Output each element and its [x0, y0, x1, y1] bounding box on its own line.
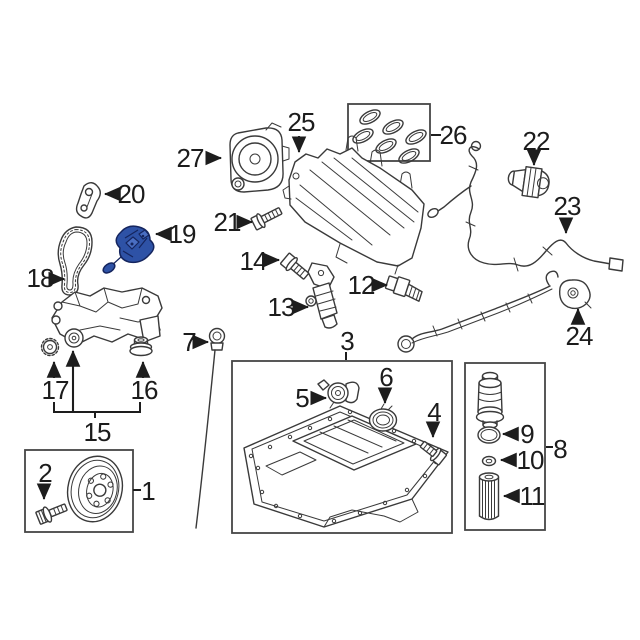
o-ring-9-drawing [477, 426, 501, 444]
callout-18: 18 [26, 263, 55, 293]
oil-filter-group-box [464, 362, 546, 531]
filter-cap-drawing [475, 371, 505, 429]
callout-16: 16 [130, 375, 159, 405]
drain-plug-4-drawing [419, 440, 448, 466]
oil-pan-group-box [231, 360, 453, 534]
callout-23: 23 [553, 191, 582, 221]
callout-17: 17 [41, 375, 70, 405]
pulley-bolt-2-drawing [35, 503, 68, 525]
callout-20: 20 [117, 179, 146, 209]
callout-15: 15 [83, 417, 112, 447]
callout-26: 26 [439, 120, 468, 150]
callout-7: 7 [182, 327, 197, 357]
callout-5: 5 [295, 383, 310, 413]
o-ring-10-drawing [481, 455, 497, 467]
callout-2: 2 [38, 458, 53, 488]
callout-11: 11 [519, 481, 546, 511]
callout-arrows [36, 134, 586, 504]
seal-16-drawing [129, 336, 153, 357]
callout-27: 27 [176, 143, 205, 173]
wiring-harness-drawing [427, 140, 624, 272]
lower-harness-and-sensor-24-drawing [397, 270, 592, 353]
timing-chain-drawing [57, 226, 93, 296]
control-valve-13-drawing [305, 262, 338, 329]
bolt-21-drawing [250, 207, 283, 231]
sprocket-17-drawing [40, 337, 60, 357]
crankshaft-pulley-drawing [66, 455, 124, 523]
callout-9: 9 [520, 419, 535, 449]
pan-seal-6-drawing [368, 403, 398, 432]
dipstick-drawing [195, 327, 226, 529]
callout-13: 13 [267, 292, 296, 322]
throttle-body-drawing [229, 122, 290, 193]
callout-22: 22 [522, 126, 551, 156]
pan-sensor-5-drawing [317, 379, 360, 409]
callout-25: 25 [287, 107, 316, 137]
callout-19: 19 [168, 219, 197, 249]
sensor-12-drawing [384, 275, 423, 302]
callout-21: 21 [213, 207, 242, 237]
oil-pan-drawing [243, 405, 449, 528]
chain-guide-drawing [75, 182, 101, 219]
gasket-set-box [347, 103, 431, 162]
vvt-solenoid-highlighted-drawing [102, 225, 155, 274]
callout-3: 3 [340, 326, 355, 356]
callout-1: 1 [141, 476, 156, 506]
bracket-15 [53, 349, 141, 418]
gasket-set-drawing [352, 109, 427, 164]
callout-14: 14 [239, 246, 268, 276]
callout-10: 10 [516, 445, 545, 475]
callout-12: 12 [347, 270, 376, 300]
callout-8: 8 [553, 434, 568, 464]
bolt-14-drawing [280, 252, 310, 280]
callout-4: 4 [427, 397, 442, 427]
oil-pump-assembly-drawing [51, 287, 163, 348]
oil-pressure-sensor-drawing [507, 166, 550, 199]
filter-element-11-drawing [478, 472, 500, 521]
callout-24: 24 [565, 321, 594, 351]
callout-6: 6 [379, 362, 394, 392]
